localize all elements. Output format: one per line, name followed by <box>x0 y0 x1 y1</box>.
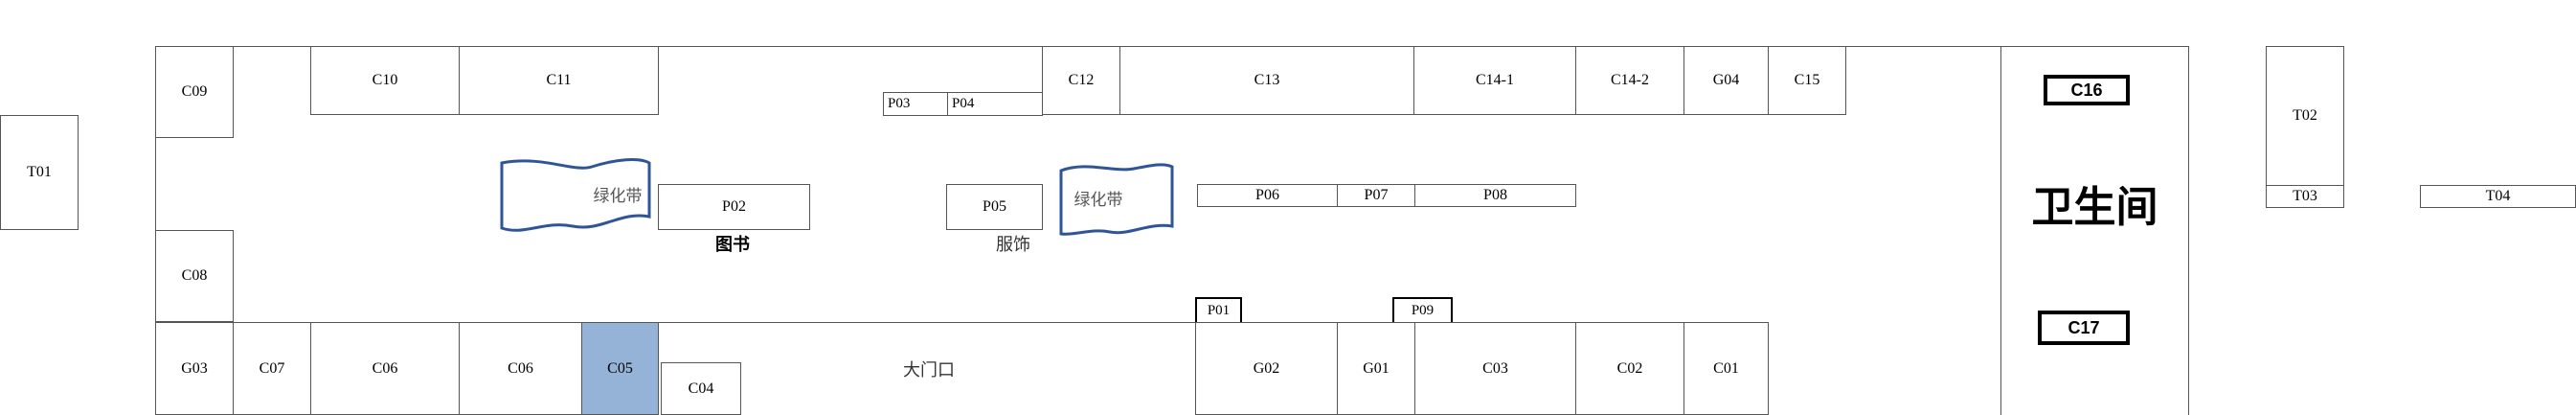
corridor-divider <box>659 322 1195 323</box>
restroom-block <box>2000 46 2189 415</box>
unit-p03[interactable]: P03 <box>883 92 948 116</box>
unit-c09[interactable]: C09 <box>155 46 234 138</box>
unit-p07[interactable]: P07 <box>1337 184 1415 207</box>
unit-c10[interactable]: C10 <box>310 46 460 115</box>
restroom-label: 卫生间 <box>2031 184 2158 231</box>
greenbelt-right-label: 绿化带 <box>1073 190 1123 209</box>
unit-p04[interactable]: P04 <box>947 92 1043 116</box>
greenbelt-left-shape <box>500 158 651 232</box>
entrance-label: 大门口 <box>903 360 955 380</box>
unit-c14-2[interactable]: C14-2 <box>1575 46 1684 115</box>
unit-c06-a[interactable]: C06 <box>310 322 460 415</box>
unit-g01[interactable]: G01 <box>1337 322 1415 415</box>
unit-t02[interactable]: T02 <box>2266 46 2344 186</box>
unit-t01[interactable]: T01 <box>0 115 79 230</box>
unit-c16[interactable]: C16 <box>2044 75 2130 105</box>
unit-t04[interactable]: T04 <box>2420 185 2576 208</box>
unit-g04[interactable]: G04 <box>1683 46 1769 115</box>
unit-c11[interactable]: C11 <box>459 46 659 115</box>
unit-c15[interactable]: C15 <box>1768 46 1846 115</box>
unit-c12[interactable]: C12 <box>1042 46 1120 115</box>
unit-c02[interactable]: C02 <box>1575 322 1684 415</box>
unit-p05[interactable]: P05 <box>946 184 1043 230</box>
unit-c13[interactable]: C13 <box>1119 46 1414 115</box>
unit-c17[interactable]: C17 <box>2038 311 2130 345</box>
clothing-label: 服饰 <box>996 235 1030 254</box>
unit-t03[interactable]: T03 <box>2266 185 2344 208</box>
books-label: 图书 <box>715 235 750 254</box>
unit-c01[interactable]: C01 <box>1683 322 1769 415</box>
unit-p02[interactable]: P02 <box>658 184 810 230</box>
unit-p06[interactable]: P06 <box>1197 184 1338 207</box>
greenbelt-left-label: 绿化带 <box>593 186 643 205</box>
unit-c05[interactable]: C05 <box>581 322 659 415</box>
greenbelt-right-shape <box>1059 163 1174 236</box>
unit-g02[interactable]: G02 <box>1195 322 1338 415</box>
unit-g03[interactable]: G03 <box>155 322 234 415</box>
unit-p08[interactable]: P08 <box>1414 184 1576 207</box>
unit-p09[interactable]: P09 <box>1392 297 1453 324</box>
unit-c08[interactable]: C08 <box>155 230 234 322</box>
unit-c14-1[interactable]: C14-1 <box>1413 46 1576 115</box>
unit-p01[interactable]: P01 <box>1195 297 1242 324</box>
unit-c07[interactable]: C07 <box>233 322 311 415</box>
unit-c03[interactable]: C03 <box>1414 322 1576 415</box>
unit-c06-b[interactable]: C06 <box>459 322 582 415</box>
unit-c04[interactable]: C04 <box>661 362 741 415</box>
